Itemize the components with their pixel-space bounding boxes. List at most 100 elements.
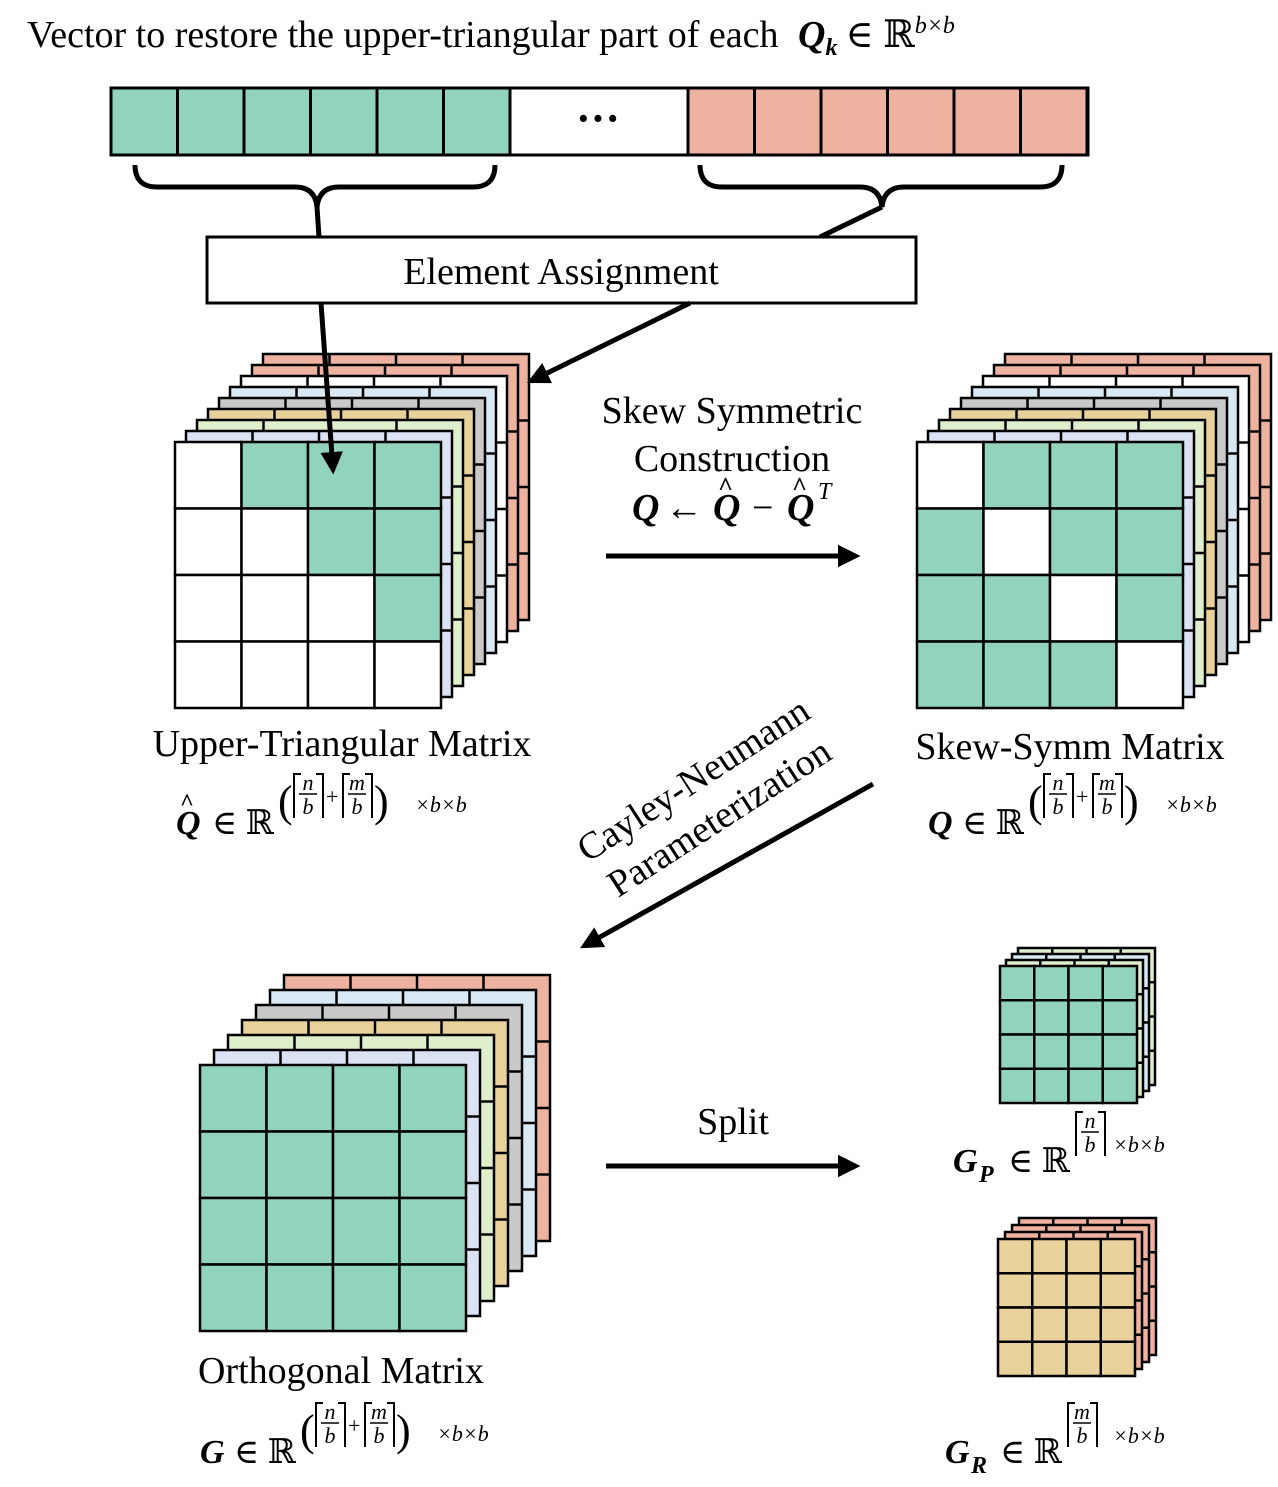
matrix-cell: [998, 964, 1036, 1002]
matrix-cell: [1101, 999, 1139, 1036]
svg-text:b: b: [1077, 1423, 1088, 1448]
matrix-cell: [996, 1306, 1034, 1343]
svg-text:P: P: [978, 1162, 994, 1188]
svg-text:b: b: [352, 794, 363, 819]
front-matrix: [915, 440, 1185, 710]
matrix-cell: [1065, 1340, 1102, 1378]
matrix-cell: [240, 640, 310, 710]
svg-text:b: b: [1085, 1132, 1096, 1157]
svg-text:×b×b: ×b×b: [437, 1421, 489, 1446]
matrix-cell: [173, 640, 243, 710]
matrix-cell: [915, 440, 985, 510]
svg-text:R: R: [970, 1453, 987, 1479]
matrix-cell: [173, 507, 243, 577]
svg-text:^: ^: [718, 472, 733, 501]
matrix-cell: [398, 1196, 468, 1266]
matrix-cell: [331, 1130, 401, 1200]
upper-triangular-dims: Q ^ ∈ ℝ (nb+mb) ×b×b: [176, 770, 467, 842]
split-label: Split: [697, 1101, 769, 1143]
matrix-cell: [240, 507, 310, 577]
vector-cell-salmon: [952, 86, 1022, 157]
vector-cell-salmon: [686, 86, 756, 157]
svg-text:): ): [1124, 777, 1139, 826]
matrix-cell: [1033, 964, 1070, 1002]
matrix-cell: [915, 573, 985, 643]
svg-text:G: G: [200, 1434, 225, 1471]
svg-text:m: m: [371, 1399, 387, 1424]
matrix-cell: [1031, 1340, 1068, 1378]
svg-text:b: b: [303, 794, 314, 819]
matrix-cell: [982, 573, 1052, 643]
matrix-cell: [1033, 1033, 1070, 1070]
matrix-cell: [1101, 1067, 1139, 1105]
matrix-cell: [982, 440, 1052, 510]
matrix-cell: [398, 1130, 468, 1200]
svg-text:G: G: [945, 1434, 970, 1471]
matrix-cell: [1115, 440, 1185, 510]
matrix-cell: [265, 1130, 335, 1200]
matrix-cell: [198, 1063, 268, 1133]
matrix-cell: [998, 1067, 1036, 1105]
svg-text:b: b: [1053, 794, 1064, 819]
orthogonal-dims: G ∈ ℝ (nb+mb) ×b×b: [200, 1399, 489, 1471]
matrix-cell: [996, 1272, 1034, 1309]
svg-text:Q: Q: [713, 487, 740, 529]
svg-text:T: T: [818, 479, 833, 505]
matrix-cell: [373, 640, 443, 710]
svg-text:n: n: [1085, 1108, 1096, 1133]
svg-text:(: (: [300, 1406, 315, 1455]
svg-text:b: b: [1102, 794, 1113, 819]
front-matrix: [198, 1063, 468, 1333]
front-matrix: [998, 964, 1139, 1105]
svg-text:∈ ℝ: ∈ ℝ: [234, 1434, 297, 1471]
svg-text:Q: Q: [632, 487, 659, 529]
skew-construction-formula: Q ← Q ^ − Q ^ T: [632, 472, 833, 529]
matrix-cell: [198, 1196, 268, 1266]
matrix-cell: [1099, 1237, 1137, 1275]
svg-text:+: +: [1076, 784, 1088, 809]
vector-cell-salmon: [1019, 86, 1089, 157]
gr-stack: [996, 1216, 1158, 1378]
skew-symm-dims: Q ∈ ℝ (nb+mb) ×b×b: [928, 770, 1217, 842]
vector-cell-salmon: [819, 86, 889, 157]
matrix-cell: [1101, 964, 1139, 1002]
svg-text:−: −: [752, 487, 773, 529]
svg-text:n: n: [303, 770, 314, 795]
matrix-cell: [1067, 964, 1104, 1002]
skew-construction-line1: Skew Symmetric: [602, 390, 863, 432]
svg-text:Q: Q: [928, 805, 953, 842]
matrix-cell: [1067, 999, 1104, 1036]
matrix-cell: [373, 573, 443, 643]
matrix-cell: [1099, 1272, 1137, 1309]
matrix-cell: [306, 507, 376, 577]
matrix-cell: [306, 440, 376, 510]
left-brace: [132, 164, 498, 208]
vector-cell-teal: [109, 86, 179, 157]
matrix-cell: [1099, 1340, 1137, 1378]
matrix-cell: [265, 1063, 335, 1133]
matrix-cell: [198, 1263, 268, 1333]
matrix-cell: [915, 640, 985, 710]
svg-text:Q: Q: [787, 487, 814, 529]
svg-text:n: n: [1053, 770, 1064, 795]
svg-text:×b×b: ×b×b: [1113, 1423, 1165, 1448]
matrix-cell: [173, 573, 243, 643]
matrix-cell: [198, 1130, 268, 1200]
right-brace-connector: [818, 204, 884, 240]
svg-text:): ): [374, 777, 389, 826]
matrix-cell: [1065, 1237, 1102, 1275]
matrix-cell: [1048, 440, 1118, 510]
vector-cell-salmon: [753, 86, 823, 157]
svg-text:×b×b: ×b×b: [1165, 792, 1217, 817]
matrix-cell: [373, 507, 443, 577]
matrix-cell: [240, 440, 310, 510]
matrix-cell: [306, 640, 376, 710]
parameter-vector: ···: [109, 86, 1090, 157]
matrix-cell: [331, 1196, 401, 1266]
matrix-cell: [998, 999, 1036, 1036]
svg-text:∈ ℝ: ∈ ℝ: [212, 805, 275, 842]
matrix-cell: [1065, 1272, 1102, 1309]
skew-symm-label: Skew-Symm Matrix: [915, 726, 1224, 768]
left-brace-connector: [314, 206, 322, 238]
